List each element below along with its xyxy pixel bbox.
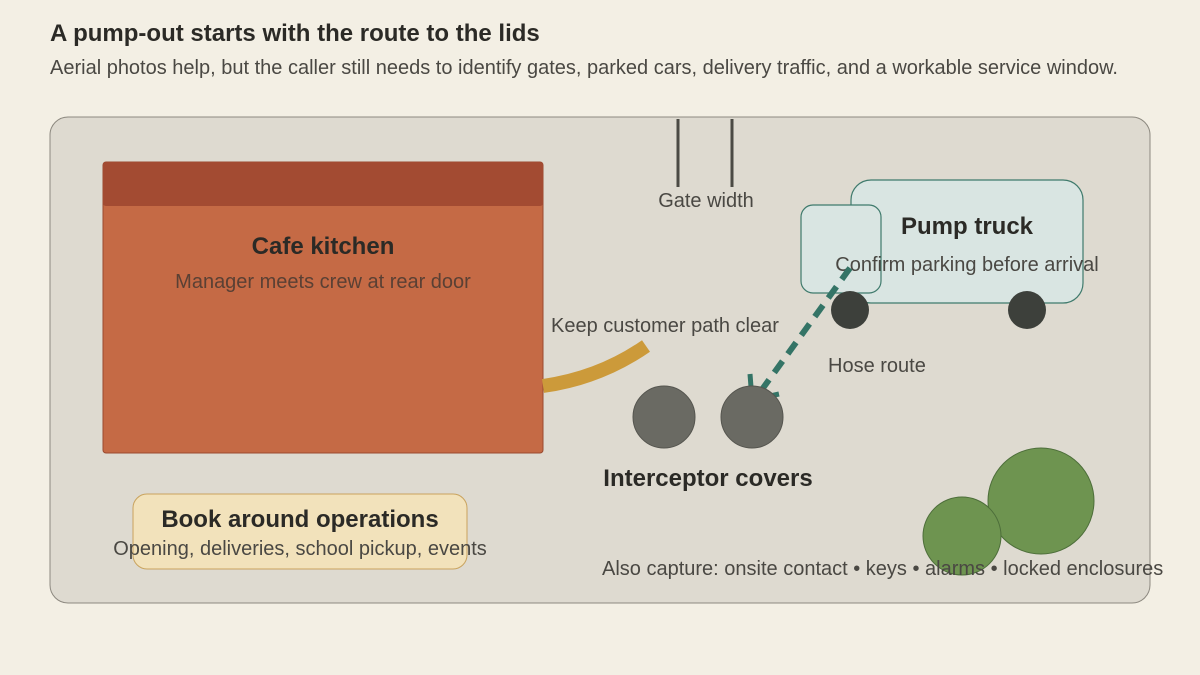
truck-wheel-front (831, 291, 869, 329)
truck-note: Confirm parking before arrival (835, 254, 1098, 276)
page-title: A pump-out starts with the route to the … (50, 20, 540, 47)
kitchen-title: Cafe kitchen (252, 233, 395, 260)
interceptor-covers: Interceptor covers (603, 385, 813, 492)
truck-cab (800, 204, 882, 294)
trees (922, 447, 1095, 576)
kitchen-note: Manager meets crew at rear door (175, 271, 471, 293)
interceptor-cover-right (720, 385, 784, 449)
kitchen-roof-band (103, 162, 543, 206)
tree-small (922, 496, 1002, 576)
customer-path (542, 340, 650, 393)
operations-title: Book around operations (161, 506, 438, 533)
hose-route-label: Hose route (828, 355, 926, 377)
gate: Gate width (658, 119, 754, 212)
gate-width-label: Gate width (658, 190, 754, 212)
page-subtitle: Aerial photos help, but the caller still… (50, 57, 1118, 79)
operations-callout: Book around operations Opening, deliveri… (113, 493, 487, 570)
truck-wheel-rear (1008, 291, 1046, 329)
hose-route-line (755, 266, 853, 397)
cafe-kitchen: Cafe kitchen Manager meets crew at rear … (102, 161, 544, 454)
truck-title: Pump truck (901, 213, 1034, 240)
truck-tank (850, 179, 1084, 304)
interceptor-covers-label: Interceptor covers (603, 465, 812, 492)
operations-note: Opening, deliveries, school pickup, even… (113, 538, 487, 560)
tree-large (987, 447, 1095, 555)
operations-callout-box (132, 493, 468, 570)
capture-note: Also capture: onsite contact • keys • al… (602, 558, 1163, 580)
customer-path-label: Keep customer path clear (551, 315, 779, 337)
interceptor-cover-left (632, 385, 696, 449)
pump-truck: Pump truck Confirm parking before arriva… (800, 179, 1099, 329)
